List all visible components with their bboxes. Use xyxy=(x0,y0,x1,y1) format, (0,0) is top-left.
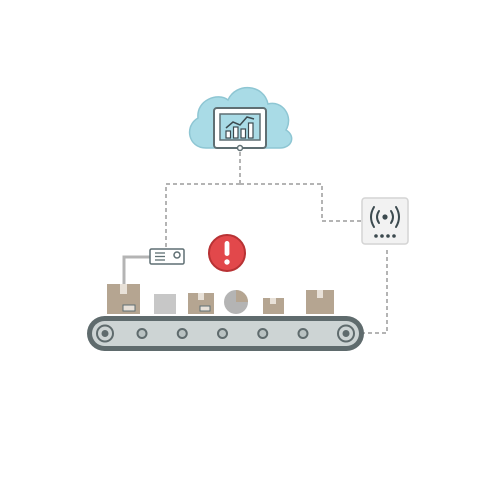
monitor-chart-bar xyxy=(240,128,247,139)
gateway-indicator-dot xyxy=(374,234,378,238)
cardboard-box-icon xyxy=(188,293,214,314)
sensor-arm xyxy=(122,255,150,290)
cardboard-box-icon xyxy=(107,284,140,314)
grey-block-icon xyxy=(154,294,176,314)
belt-roller xyxy=(136,328,148,339)
connection-cloud-to-sensor xyxy=(165,183,240,250)
pie-chart-icon xyxy=(224,290,248,314)
sensor-node xyxy=(122,248,185,290)
monitor-analytics-icon xyxy=(213,107,267,152)
gateway-indicator-dot xyxy=(392,234,396,238)
conveyor-node xyxy=(87,316,364,351)
monitor-chart-bar xyxy=(247,122,254,139)
belt-roller xyxy=(297,328,309,339)
wireless-gateway-box xyxy=(361,197,409,245)
cardboard-box-icon xyxy=(306,290,334,314)
belt-roller xyxy=(176,328,188,339)
belt-roller xyxy=(257,328,269,339)
belt-items xyxy=(107,284,334,314)
connection-cloud-to-gateway xyxy=(240,183,362,222)
wireless-router-icon xyxy=(370,206,400,228)
scanner-sensor-icon xyxy=(149,248,185,265)
wireless-gateway-node xyxy=(361,197,409,245)
gateway-indicator-dot xyxy=(380,234,384,238)
connection-gateway-to-conveyor xyxy=(362,250,388,334)
small-box-icon xyxy=(263,298,284,314)
monitor-chart-bar xyxy=(225,130,232,139)
monitor-trend-line xyxy=(225,116,255,129)
belt-rollers xyxy=(136,328,309,339)
alert-node xyxy=(208,234,246,272)
gateway-indicator-dot xyxy=(386,234,390,238)
cloud-node xyxy=(188,86,293,152)
monitor-chart-bar xyxy=(232,126,239,139)
exclamation-alert-icon xyxy=(208,234,246,272)
gateway-indicator-dots xyxy=(374,234,396,238)
monitor-chart-bars xyxy=(225,122,254,139)
conveyor-belt-icon xyxy=(87,316,364,351)
connection-lines xyxy=(165,152,388,334)
belt-roller xyxy=(217,328,228,339)
